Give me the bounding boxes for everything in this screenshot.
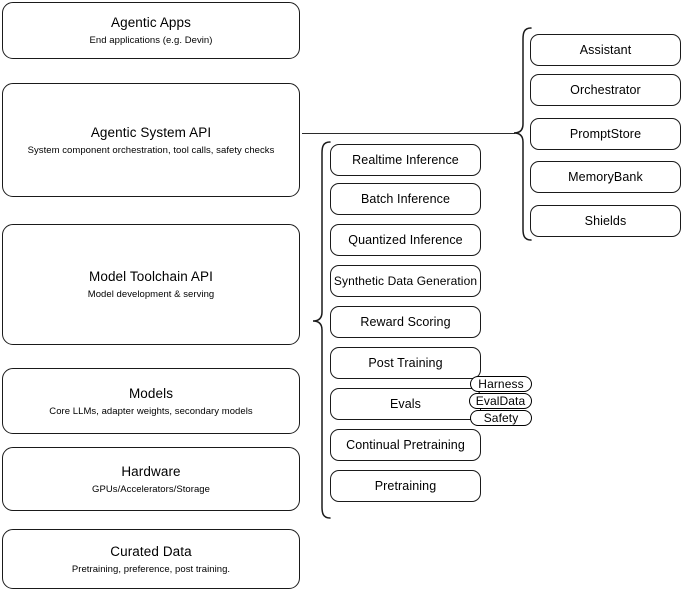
capability-box-quantized-inference[interactable]: Quantized Inference [330,224,481,256]
layer-title: Model Toolchain API [89,269,213,284]
capability-box-continual-pretraining[interactable]: Continual Pretraining [330,429,481,461]
layer-box-hardware[interactable]: Hardware GPUs/Accelerators/Storage [2,447,300,511]
layer-title: Agentic System API [90,124,212,140]
evals-pill-harness[interactable]: Harness [470,376,532,392]
layer-box-agentic-apps[interactable]: Agentic Apps End applications (e.g. Devi… [2,2,300,59]
capability-box-pretraining[interactable]: Pretraining [330,470,481,502]
connector-agentic-system-to-components [302,133,515,135]
layer-subtitle: Model development & serving [87,289,215,300]
layer-title: Agentic Apps [110,15,191,30]
capability-label: Synthetic Data Generation [333,274,478,288]
component-label: Orchestrator [570,83,641,97]
capability-box-reward-scoring[interactable]: Reward Scoring [330,306,481,338]
layer-box-agentic-system-api[interactable]: Agentic System API System component orch… [2,83,300,197]
layer-subtitle: System component orchestration, tool cal… [27,144,275,156]
layer-title: Hardware [121,463,181,479]
capability-box-post-training[interactable]: Post Training [330,347,481,379]
capability-box-evals[interactable]: Evals [330,388,481,420]
layer-subtitle: Pretraining, preference, post training. [71,563,231,575]
capability-label: Reward Scoring [360,315,451,329]
component-label: MemoryBank [568,170,643,184]
component-box-promptstore[interactable]: PromptStore [530,118,681,150]
evals-pill-safety[interactable]: Safety [470,410,532,426]
layer-title: Curated Data [110,543,192,559]
evals-pill-label: EvalData [475,394,526,408]
capability-label: Evals [389,397,422,411]
evals-pill-label: Harness [478,377,524,391]
capability-label: Post Training [368,356,443,370]
evals-pill-evaldata[interactable]: EvalData [469,393,532,409]
capability-box-realtime-inference[interactable]: Realtime Inference [330,144,481,176]
component-box-memorybank[interactable]: MemoryBank [530,161,681,193]
layer-box-models[interactable]: Models Core LLMs, adapter weights, secon… [2,368,300,434]
component-label: Assistant [579,43,632,57]
layer-title: Models [128,385,174,401]
layer-box-curated-data[interactable]: Curated Data Pretraining, preference, po… [2,529,300,589]
evals-pill-label: Safety [483,411,519,425]
capability-label: Continual Pretraining [346,438,465,452]
capability-box-batch-inference[interactable]: Batch Inference [330,183,481,215]
capability-label: Realtime Inference [352,153,459,167]
component-label: Shields [584,214,627,228]
capability-label: Batch Inference [360,192,451,206]
layer-subtitle: End applications (e.g. Devin) [89,35,213,46]
layer-box-model-toolchain-api[interactable]: Model Toolchain API Model development & … [2,224,300,345]
capability-label: Pretraining [374,479,437,493]
component-box-shields[interactable]: Shields [530,205,681,237]
component-box-assistant[interactable]: Assistant [530,34,681,66]
component-label: PromptStore [569,127,642,141]
capability-label: Quantized Inference [348,233,463,247]
layer-subtitle: GPUs/Accelerators/Storage [92,483,210,495]
layer-subtitle: Core LLMs, adapter weights, secondary mo… [49,405,253,417]
component-box-orchestrator[interactable]: Orchestrator [530,74,681,106]
capability-box-synthetic-data-generation[interactable]: Synthetic Data Generation [330,265,481,297]
